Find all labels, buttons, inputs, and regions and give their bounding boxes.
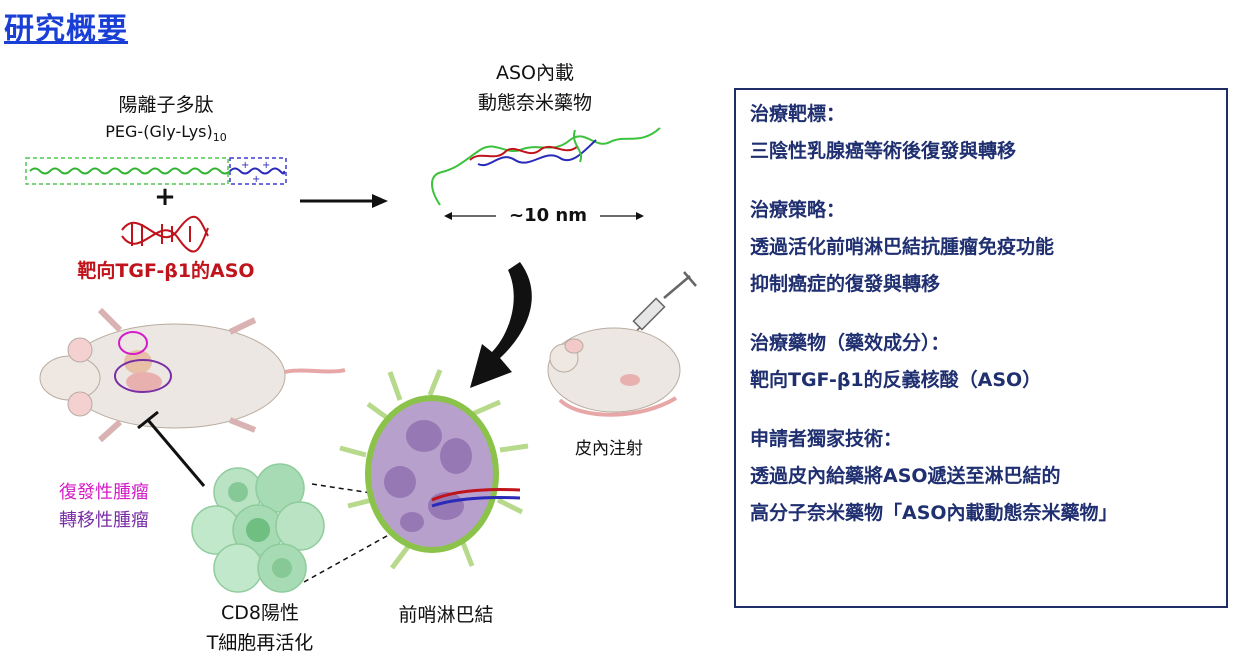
section-line: 靶向TGF-β1的反義核酸（ASO）	[750, 369, 1042, 391]
metastatic-tumor-label: 轉移性腫瘤	[59, 510, 149, 531]
syringe-icon	[629, 271, 697, 339]
nano-title-line2: 動態奈米藥物	[477, 92, 592, 114]
section-heading: 申請者獨家技術：	[750, 428, 903, 450]
panel-section-technology: 申請者獨家技術： 透過皮內給藥將ASO遞送至淋巴結的 高分子奈米藥物「ASO內載…	[750, 421, 1212, 532]
cd8-label-line2: T細胞再活化	[206, 632, 314, 654]
page-title: 研究概要	[4, 12, 128, 47]
panel-section-strategy: 治療策略： 透過活化前哨淋巴結抗腫瘤免疫功能 抑制癌症的復發與轉移	[750, 192, 1212, 303]
size-label: ~10 nm	[509, 205, 587, 226]
right-arrow-icon	[300, 194, 388, 208]
mouse-dissected-icon	[39, 307, 346, 443]
cd8-label-line1: CD8陽性	[221, 602, 299, 624]
nanomedicine-icon	[431, 127, 661, 206]
section-line: 透過活化前哨淋巴結抗腫瘤免疫功能	[750, 236, 1055, 258]
injection-label: 皮內注射	[575, 439, 643, 459]
section-line: 三陰性乳腺癌等術後復發與轉移	[750, 140, 1017, 162]
svg-text:+: +	[252, 174, 260, 185]
metastatic-tumor-circle	[114, 359, 172, 393]
section-heading: 治療藥物（藥效成分）：	[750, 332, 950, 354]
peptide-strand-icon: + + +	[25, 157, 287, 185]
panel-section-drug: 治療藥物（藥效成分）： 靶向TGF-β1的反義核酸（ASO）	[750, 325, 1212, 399]
recurrent-tumor-label: 復發性腫瘤	[59, 482, 149, 503]
section-line: 高分子奈米藥物「ASO內載動態奈米藥物」	[750, 502, 1118, 524]
summary-panel: 治療靶標： 三陰性乳腺癌等術後復發與轉移 治療策略： 透過活化前哨淋巴結抗腫瘤免…	[734, 88, 1228, 608]
section-heading: 治療策略：	[750, 199, 846, 221]
panel-section-target: 治療靶標： 三陰性乳腺癌等術後復發與轉移	[750, 96, 1212, 170]
svg-text:+: +	[241, 160, 249, 171]
peptide-formula: PEG-(Gly-Lys)10	[105, 122, 227, 145]
section-line: 透過皮內給藥將ASO遞送至淋巴結的	[750, 465, 1061, 487]
peptide-name: 陽離子多肽	[118, 94, 214, 116]
nano-title-line1: ASO內載	[495, 62, 574, 84]
section-line: 抑制癌症的復發與轉移	[750, 273, 941, 295]
svg-text:+: +	[262, 160, 270, 171]
size-arrows-icon	[444, 212, 644, 220]
mouse-curled-icon	[547, 327, 681, 417]
section-heading: 治療靶標：	[750, 103, 846, 125]
t-cell-cluster-icon	[191, 463, 325, 593]
lymph-node-label: 前哨淋巴結	[398, 604, 494, 626]
curved-arrow-icon	[470, 262, 532, 388]
dna-helix-icon	[121, 215, 209, 253]
recurrent-tumor-circle	[118, 331, 148, 355]
aso-target-label: 靶向TGF-β1的ASO	[77, 260, 255, 282]
inhibition-line-icon	[137, 410, 206, 487]
lymph-node-icon	[339, 369, 529, 570]
plus-sign: +	[154, 182, 176, 212]
